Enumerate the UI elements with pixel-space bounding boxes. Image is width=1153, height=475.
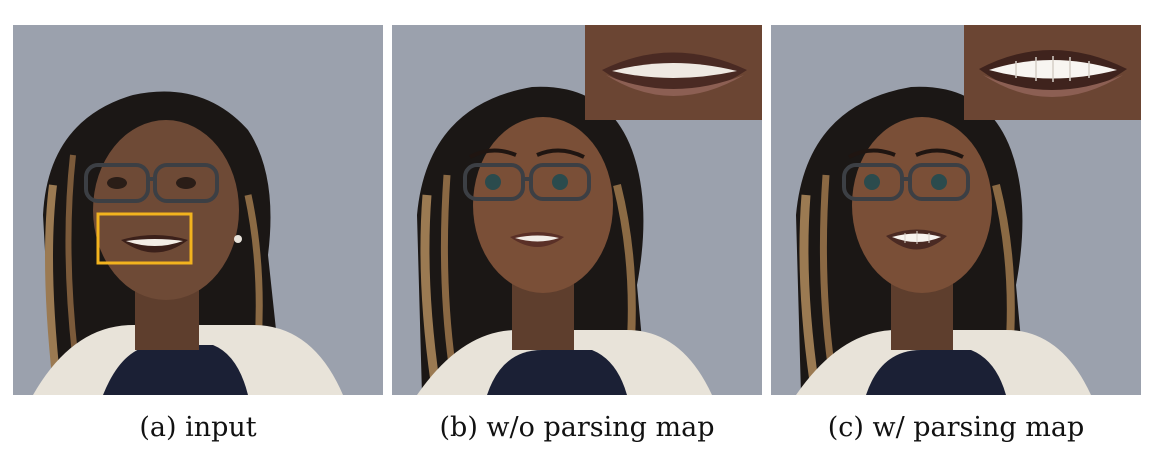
panel-with-parsing-map — [771, 25, 1141, 395]
input-portrait — [13, 25, 383, 395]
mouth-inset-with-parsing — [964, 25, 1141, 120]
stylized-portrait-with-parsing — [771, 25, 1141, 395]
caption-input: (a) input — [139, 412, 257, 443]
panel-without-parsing-map — [392, 25, 762, 395]
panel-input-image — [13, 25, 383, 395]
highlight-box — [96, 212, 193, 265]
caption-with-parsing-map: (c) w/ parsing map — [827, 412, 1085, 443]
mouth-inset-without-parsing — [585, 25, 762, 120]
stylized-portrait-without-parsing — [392, 25, 762, 395]
caption-without-parsing-map: (b) w/o parsing map — [439, 412, 715, 443]
